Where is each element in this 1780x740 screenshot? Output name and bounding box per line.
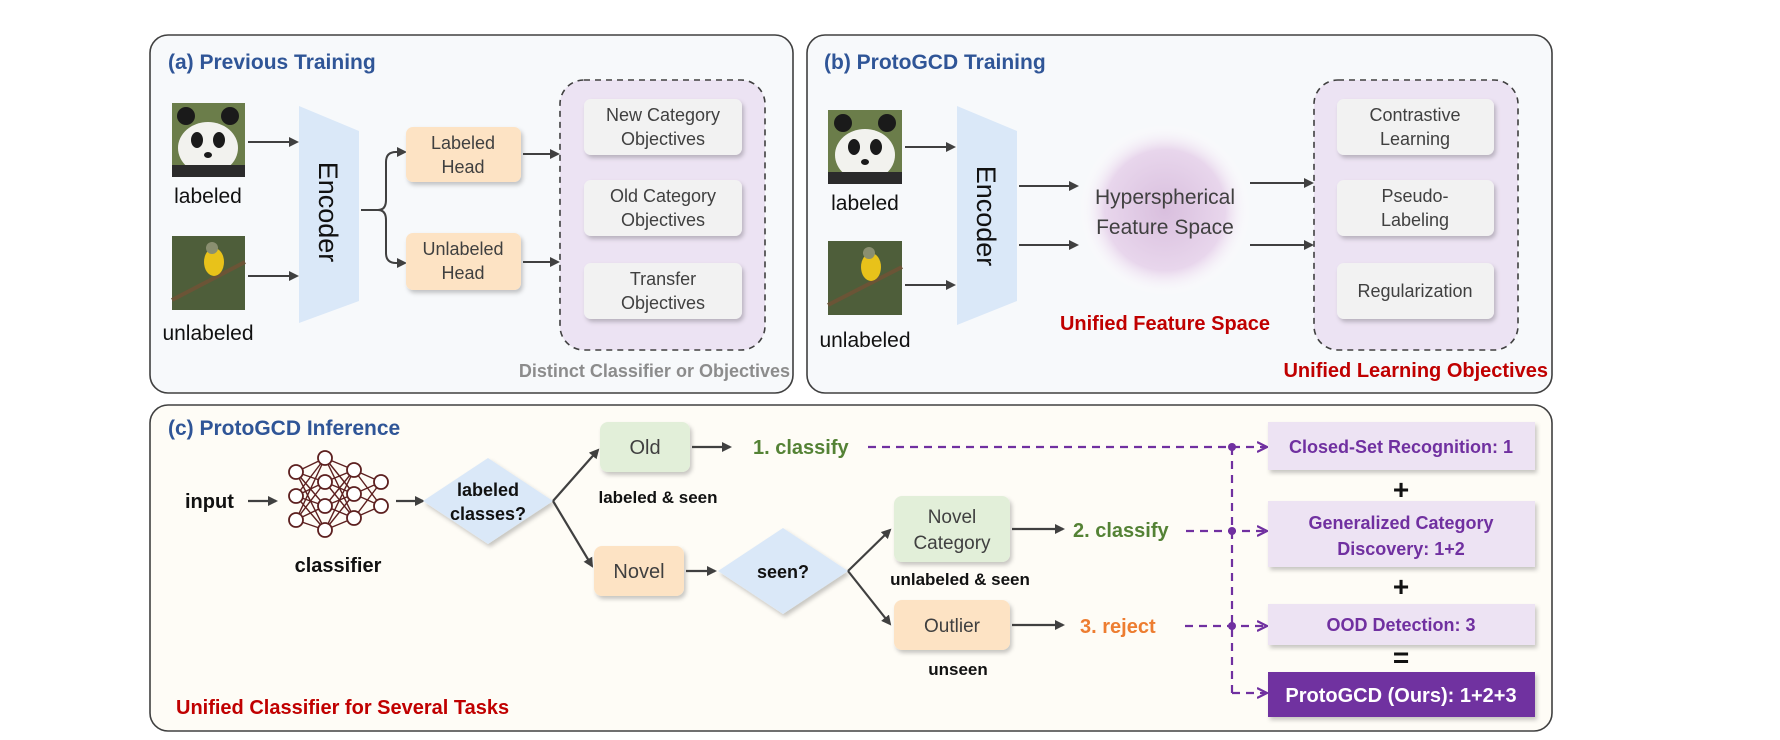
svg-text:Feature Space: Feature Space: [1096, 216, 1234, 239]
labeled-classes-decision: labeled classes?: [423, 458, 553, 544]
classify-1: 1. classify: [753, 437, 850, 459]
unlabeled-label: unlabeled: [162, 322, 253, 345]
svg-text:Objectives: Objectives: [621, 129, 705, 149]
plus-sign: +: [1393, 474, 1409, 505]
protogcd-result-box: ProtoGCD (Ours): 1+2+3: [1268, 672, 1535, 717]
reject-3: 3. reject: [1080, 616, 1156, 638]
svg-text:Discovery: 1+2: Discovery: 1+2: [1337, 539, 1465, 559]
svg-text:Pseudo-: Pseudo-: [1381, 186, 1448, 206]
panel-protogcd-inference: (c) ProtoGCD Inference input classifier: [149, 404, 1553, 732]
labeled-head: Labeled Head: [406, 127, 521, 182]
new-category-objectives: New Category Objectives: [584, 99, 742, 155]
labeled-label: labeled: [174, 185, 242, 208]
encoder-a: Encoder: [299, 106, 359, 323]
svg-text:Transfer: Transfer: [630, 269, 696, 289]
svg-text:seen?: seen?: [757, 562, 809, 582]
svg-text:ProtoGCD (Ours): 1+2+3: ProtoGCD (Ours): 1+2+3: [1285, 685, 1516, 707]
svg-text:Old: Old: [629, 437, 660, 459]
svg-text:New Category: New Category: [606, 105, 720, 125]
bird-image: [827, 241, 903, 315]
novel-category-caption: unlabeled & seen: [890, 570, 1030, 589]
unlabeled-label: unlabeled: [819, 329, 910, 352]
svg-text:Novel: Novel: [928, 507, 977, 528]
svg-text:Encoder: Encoder: [971, 166, 1001, 267]
equals-sign: =: [1393, 642, 1409, 673]
svg-text:Learning: Learning: [1380, 129, 1450, 149]
seen-decision: seen?: [718, 528, 848, 614]
novel-node: Novel: [594, 546, 684, 596]
svg-text:Old Category: Old Category: [610, 186, 716, 206]
plus-sign: +: [1393, 571, 1409, 602]
svg-text:Objectives: Objectives: [621, 293, 705, 313]
pseudo-labeling: Pseudo- Labeling: [1337, 180, 1494, 236]
svg-text:labeled: labeled: [457, 480, 519, 500]
encoder-b: Encoder: [957, 106, 1017, 325]
unified-feature-space-note: Unified Feature Space: [1060, 313, 1270, 335]
svg-text:Labeled: Labeled: [431, 133, 495, 153]
svg-text:Labeling: Labeling: [1381, 210, 1449, 230]
svg-text:Head: Head: [441, 157, 484, 177]
panel-previous-training: (a) Previous Training labeled unlabeled …: [149, 34, 794, 394]
panda-image: [172, 103, 245, 177]
svg-text:OOD Detection: 3: OOD Detection: 3: [1326, 615, 1475, 635]
neural-network-icon: [288, 450, 389, 538]
labeled-label: labeled: [831, 192, 899, 215]
svg-text:Novel: Novel: [613, 561, 664, 583]
bird-image: [171, 236, 246, 310]
outlier-node: Outlier: [894, 600, 1010, 650]
unified-learning-objectives-note: Unified Learning Objectives: [1283, 360, 1548, 382]
svg-text:Outlier: Outlier: [924, 616, 981, 637]
panel-c-note: Unified Classifier for Several Tasks: [176, 697, 509, 719]
generalized-category-discovery-box: Generalized Category Discovery: 1+2: [1268, 501, 1535, 567]
svg-text:Closed-Set Recognition: 1: Closed-Set Recognition: 1: [1289, 437, 1513, 457]
panel-a-title: (a) Previous Training: [168, 51, 376, 74]
svg-text:Encoder: Encoder: [313, 162, 343, 263]
panel-a-note: Distinct Classifier or Objectives: [519, 361, 790, 381]
outlier-caption: unseen: [928, 660, 988, 679]
regularization: Regularization: [1337, 263, 1494, 319]
svg-text:Objectives: Objectives: [621, 210, 705, 230]
panel-protogcd-training: (b) ProtoGCD Training labeled unlabeled …: [806, 34, 1553, 394]
svg-text:Head: Head: [441, 263, 484, 283]
svg-text:Unlabeled: Unlabeled: [422, 239, 503, 259]
panda-image: [828, 110, 902, 184]
svg-text:classes?: classes?: [450, 504, 526, 524]
svg-text:Generalized Category: Generalized Category: [1308, 513, 1493, 533]
svg-text:Hyperspherical: Hyperspherical: [1095, 186, 1235, 209]
unlabeled-head: Unlabeled Head: [406, 233, 521, 290]
old-category-objectives: Old Category Objectives: [584, 180, 742, 236]
svg-text:Contrastive: Contrastive: [1369, 105, 1460, 125]
contrastive-learning: Contrastive Learning: [1337, 99, 1494, 155]
task-connectors: [868, 447, 1266, 693]
panel-c-title: (c) ProtoGCD Inference: [168, 417, 400, 440]
closed-set-recognition-box: Closed-Set Recognition: 1: [1268, 422, 1535, 470]
svg-text:Category: Category: [913, 533, 991, 554]
hyperspherical-feature-space: Hyperspherical Feature Space: [1079, 124, 1251, 296]
svg-text:Regularization: Regularization: [1357, 281, 1472, 301]
transfer-objectives: Transfer Objectives: [584, 263, 742, 319]
input-label: input: [185, 491, 234, 513]
classify-2: 2. classify: [1073, 520, 1170, 542]
novel-category-node: Novel Category: [894, 496, 1010, 562]
old-caption: labeled & seen: [598, 488, 717, 507]
panel-b-title: (b) ProtoGCD Training: [824, 51, 1046, 74]
classifier-label: classifier: [295, 555, 382, 577]
old-node: Old: [600, 422, 690, 472]
ood-detection-box: OOD Detection: 3: [1268, 604, 1535, 645]
